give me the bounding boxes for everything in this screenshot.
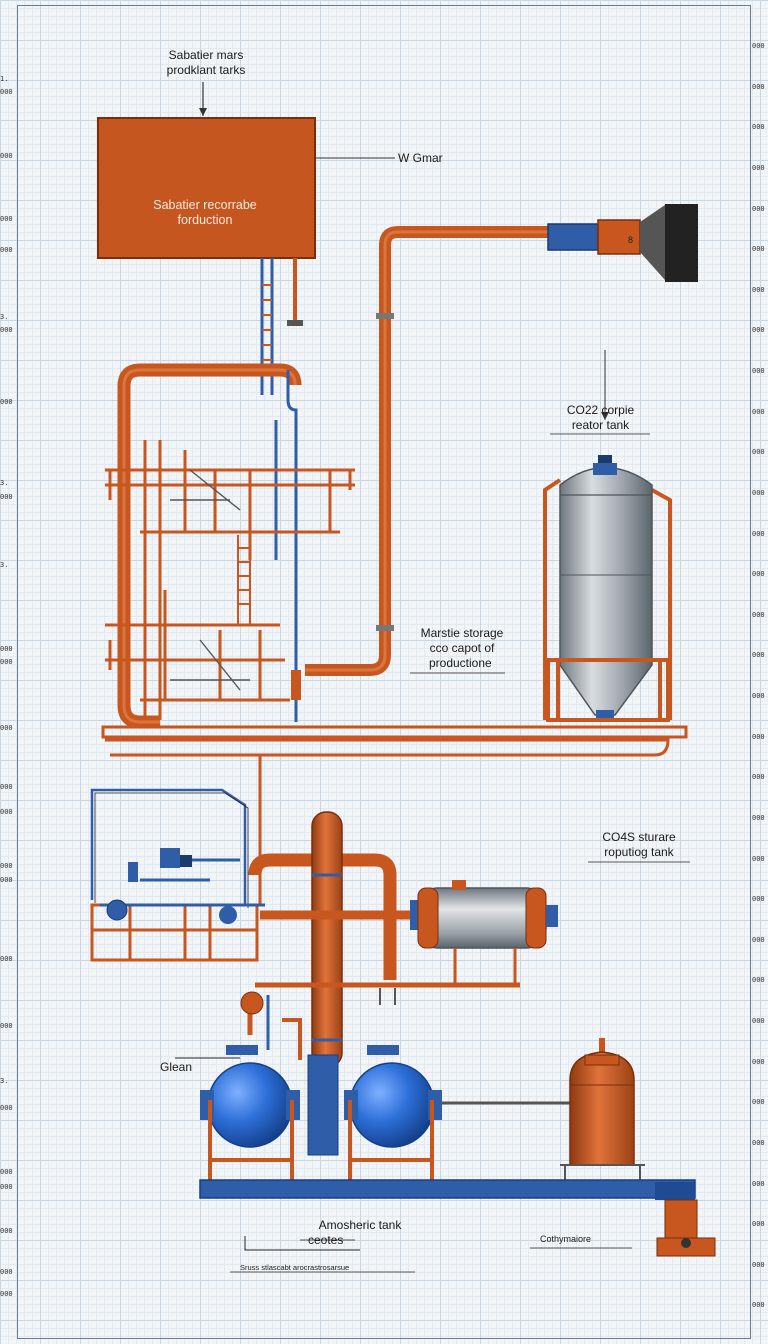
co4-tank-label-line2: roputiog tank — [604, 845, 674, 859]
right-tick-label: 000 — [752, 773, 765, 781]
blue-sphere-right — [349, 1062, 435, 1148]
right-tick-label: 000 — [752, 692, 765, 700]
right-tick-label: 000 — [752, 895, 765, 903]
right-tick-label: 000 — [752, 855, 765, 863]
right-tick-label: 000 — [752, 1017, 765, 1025]
co2-tank-label-line2: reator tank — [571, 418, 630, 432]
glean-label: Glean — [160, 1060, 193, 1074]
right-tick-label: 000 — [752, 976, 765, 984]
box-label-line1: Sabatier recorrabe — [153, 198, 257, 212]
left-tick-label: 000 — [0, 1183, 13, 1191]
bottom-right-label: Cothymaiore — [540, 1234, 592, 1244]
right-tick-label: 000 — [752, 286, 765, 294]
left-tick-label: 000 — [0, 326, 13, 334]
left-tick-label: 000 — [0, 1104, 13, 1112]
right-tick-label: 000 — [752, 42, 765, 50]
diagram-frame — [17, 5, 751, 1339]
co4-tank-label-line1: CO4S sturare — [602, 830, 676, 844]
left-tick-label: 000 — [0, 658, 13, 666]
storage-label-line1: Marstie storage — [420, 626, 504, 640]
left-tick-label: 000 — [0, 808, 13, 816]
right-tick-label: 000 — [752, 326, 765, 334]
left-tick-label: 000 — [0, 1022, 13, 1030]
right-tick-label: 000 — [752, 651, 765, 659]
right-tick-label: 000 — [752, 205, 765, 213]
atmospheric-tank-label-line1: Amosheric tank — [318, 1218, 402, 1232]
left-tick-label: 000 — [0, 1290, 13, 1298]
right-tick-label: 000 — [752, 530, 765, 538]
atmospheric-tank-label-line2: ceotes — [308, 1233, 344, 1247]
left-tick-label: 000 — [0, 1168, 13, 1176]
right-tick-label: 000 — [752, 83, 765, 91]
left-tick-label: 3. — [0, 1077, 9, 1085]
right-tick-label: 000 — [752, 164, 765, 172]
right-tick-label: 000 — [752, 936, 765, 944]
left-tick-label: 000 — [0, 783, 13, 791]
right-tick-label: 000 — [752, 1098, 765, 1106]
right-tick-label: 000 — [752, 611, 765, 619]
box-label-line2: forduction — [177, 213, 233, 227]
right-tick-label: 000 — [752, 1139, 765, 1147]
left-tick-label: 000 — [0, 862, 13, 870]
top-tank-label: Sabatier mars prodklant tarks — [150, 48, 262, 78]
left-tick-label: 000 — [0, 1227, 13, 1235]
left-tick-label: 000 — [0, 955, 13, 963]
right-tick-label: 000 — [752, 1220, 765, 1228]
co2-tank-label-line1: CO22 corpie — [566, 403, 635, 417]
right-tick-label: 000 — [752, 1301, 765, 1309]
right-tick-label: 000 — [752, 408, 765, 416]
top-tank-label-line2: prodklant tarks — [166, 63, 246, 77]
right-tick-label: 000 — [752, 123, 765, 131]
left-tick-label: 1. — [0, 75, 9, 83]
left-tick-label: 000 — [0, 493, 13, 501]
co4-tank-label: CO4S sturare roputiog tank — [586, 830, 692, 860]
right-tick-label: 000 — [752, 367, 765, 375]
left-tick-label: 000 — [0, 645, 13, 653]
right-tick-label: 000 — [752, 814, 765, 822]
left-tick-label: 3. — [0, 479, 9, 487]
left-tick-label: 000 — [0, 246, 13, 254]
left-tick-label: 000 — [0, 215, 13, 223]
co2-tank-label: CO22 corpie reator tank — [548, 403, 653, 433]
left-tick-label: 000 — [0, 88, 13, 96]
sabatier-box — [97, 117, 316, 259]
storage-label-line2: cco capot of — [429, 641, 495, 655]
storage-label-line3: productione — [428, 656, 496, 670]
left-tick-label: 000 — [0, 876, 13, 884]
left-tick-label: 3. — [0, 561, 9, 569]
right-tick-label: 000 — [752, 448, 765, 456]
left-tick-label: 3. — [0, 313, 9, 321]
base-beam-lower — [199, 1179, 696, 1199]
atmospheric-tank-sublabel: Sruss stlascabt arocrastrosarsue — [240, 1263, 350, 1272]
base-beam-upper — [101, 725, 688, 739]
right-tick-label: 000 — [752, 489, 765, 497]
blue-sphere-left — [207, 1062, 293, 1148]
atmospheric-tank-label: Amosheric tank ceotes — [290, 1218, 430, 1248]
left-tick-label: 000 — [0, 724, 13, 732]
right-tick-label: 000 — [752, 570, 765, 578]
right-tick-label: 000 — [752, 1058, 765, 1066]
right-tick-label: 000 — [752, 1261, 765, 1269]
svg-text:8: 8 — [628, 235, 633, 245]
storage-label: Marstie storage cco capot of productione — [402, 626, 522, 671]
right-tick-label: 000 — [752, 733, 765, 741]
top-tank-label-line1: Sabatier mars — [168, 48, 244, 62]
right-tick-label: 000 — [752, 1180, 765, 1188]
left-tick-label: 000 — [0, 398, 13, 406]
right-tick-label: 000 — [752, 245, 765, 253]
left-tick-label: 000 — [0, 1268, 13, 1276]
left-tick-label: 000 — [0, 152, 13, 160]
box-label: Sabatier recorrabe forduction — [110, 198, 300, 228]
side-note-label: W Gmar — [398, 151, 443, 165]
